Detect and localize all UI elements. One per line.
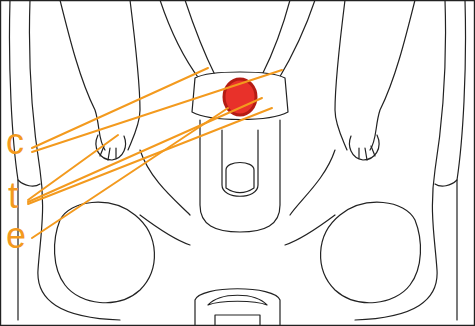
- buckle: [200, 120, 280, 232]
- child-leg: [140, 150, 190, 215]
- seat-shell: [435, 180, 457, 186]
- child-arm: [335, 0, 347, 150]
- leader-line: [32, 108, 228, 238]
- child-leg: [140, 215, 190, 245]
- harness-strap: [185, 0, 215, 75]
- seat-shell: [355, 0, 446, 320]
- leader-line: [28, 98, 262, 202]
- child-leg: [285, 215, 335, 245]
- release-lever: [215, 315, 260, 326]
- callout-letter: e: [6, 218, 26, 254]
- callout-letter: c: [6, 124, 24, 160]
- harness-strap: [262, 0, 290, 75]
- child-hand: [100, 146, 116, 160]
- leader-line: [28, 108, 272, 204]
- release-lever: [195, 289, 280, 326]
- release-lever: [208, 295, 267, 305]
- child-hand: [359, 146, 375, 160]
- buckle: [222, 130, 258, 196]
- seat-shell: [9, 0, 18, 320]
- seat-shell: [457, 0, 466, 320]
- child-hand: [350, 135, 380, 160]
- seat-shell: [29, 0, 120, 320]
- callout-letter: t: [8, 178, 18, 214]
- child-leg: [290, 150, 335, 215]
- leader-line: [32, 68, 208, 148]
- child-knee: [321, 202, 421, 302]
- buckle: [226, 163, 254, 193]
- leader-line: [32, 70, 282, 152]
- seat-shell: [18, 180, 40, 186]
- harness-strap: [160, 0, 200, 80]
- child-knee: [55, 202, 155, 302]
- child-arm: [60, 0, 105, 150]
- child-arm: [128, 0, 140, 150]
- child-arm: [370, 0, 415, 150]
- harness-strap: [278, 0, 315, 80]
